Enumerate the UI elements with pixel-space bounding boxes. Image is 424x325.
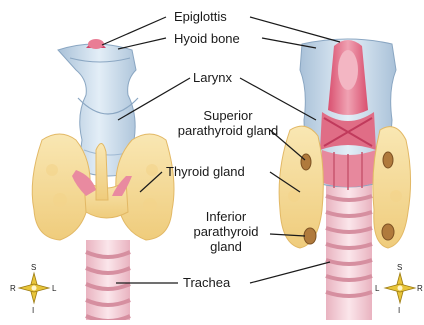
compass-left-superior: S [31,263,36,272]
superior-parathyroid-left [301,154,311,170]
label-inferior-parathyroid: Inferior parathyroid gland [186,209,266,254]
label-inferior-parathyroid-line2: parathyroid [186,224,266,239]
label-larynx: Larynx [193,70,232,85]
label-hyoid-bone: Hyoid bone [174,31,240,46]
inferior-parathyroid-right [382,224,394,240]
label-epiglottis: Epiglottis [174,9,227,24]
label-superior-parathyroid-line1: Superior [170,108,286,123]
trachea-posterior [326,180,372,320]
label-thyroid-gland: Thyroid gland [166,164,245,179]
compass-left-right: R [10,284,16,293]
compass-right-superior: S [397,263,402,272]
compass-right-inferior: I [398,306,400,315]
compass-star-right-icon [385,273,415,303]
compass-right-lateral: L [375,284,379,293]
posterior-view [279,39,410,320]
compass-right-right: R [417,284,423,293]
label-inferior-parathyroid-line3: gland [186,239,266,254]
compass-star-left-icon [19,273,49,303]
compass-left-lateral: L [52,284,56,293]
inferior-parathyroid-left [304,228,316,244]
label-superior-parathyroid-line2: parathyroid gland [170,123,286,138]
leader-trachea-right [250,262,330,283]
trachea-anterior [86,240,130,320]
label-trachea: Trachea [183,275,230,290]
thyroid-gland-anterior [32,134,174,240]
superior-parathyroid-right [383,152,393,168]
label-superior-parathyroid: Superior parathyroid gland [170,108,286,138]
anterior-view [32,39,174,320]
compass-left-inferior: I [32,306,34,315]
leader-hyoid-left [118,38,166,49]
label-inferior-parathyroid-line1: Inferior [186,209,266,224]
